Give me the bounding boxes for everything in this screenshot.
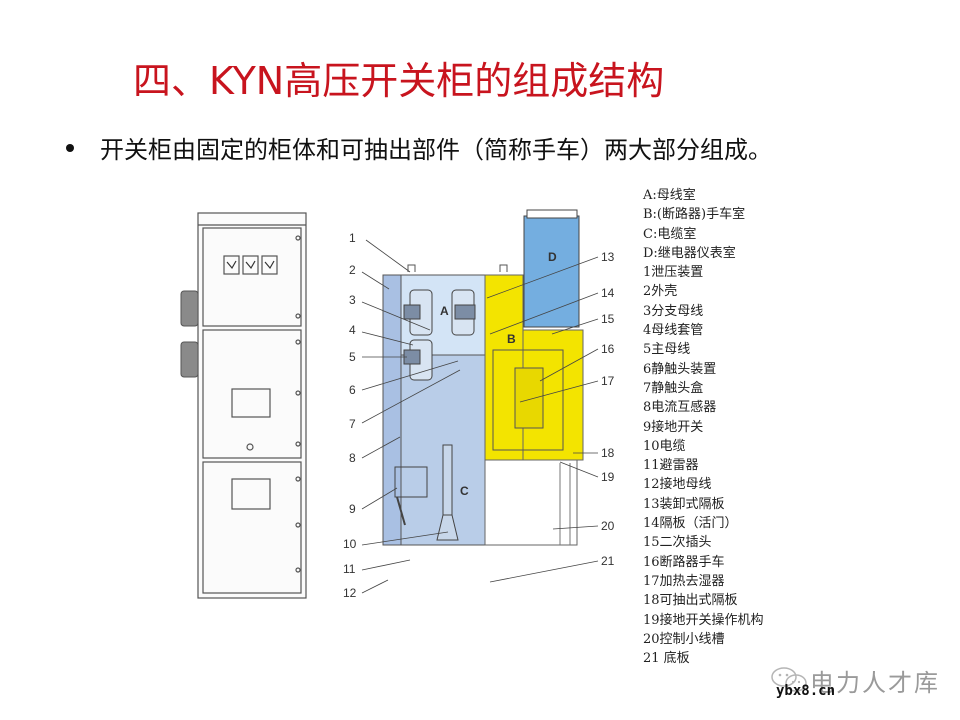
legend-item: 7静触头盒 [643,380,704,396]
legend-item: C:电缆室 [643,226,697,242]
front-view-cabinet [197,212,307,599]
callout-2: 2 [349,263,356,277]
callout-17: 17 [601,374,615,388]
callout-21: 21 [601,554,615,568]
callout-10: 10 [343,537,357,551]
region-label-b: B [507,332,516,346]
callout-11: 11 [343,562,356,576]
legend-item: 6静触头装置 [643,361,717,377]
callout-8: 8 [349,451,356,465]
callout-18: 18 [601,446,615,460]
legend-item: A:母线室 [643,188,696,203]
wechat-icon [771,667,807,692]
callout-numbers: 1 2 3 4 5 6 7 8 9 10 11 12 13 14 15 16 1… [343,231,615,600]
legend-item: 21 底板 [643,651,690,667]
legend-item: 17加热去湿器 [643,573,725,589]
callout-14: 14 [601,286,615,300]
bullet-item: 开关柜由固定的柜体和可抽出部件（简称手车）两大部分组成。 [66,130,772,165]
legend-item: B:(断路器)手车室 [643,207,746,223]
callout-6: 6 [349,383,356,397]
leader-lines [361,239,599,594]
bullet-text: 开关柜由固定的柜体和可抽出部件（简称手车）两大部分组成。 [100,136,772,164]
bullet-icon [66,143,74,152]
legend-item: 16断路器手车 [643,554,725,570]
legend-item: 10电缆 [643,438,686,454]
watermark-brand: 电力人才库 [810,669,940,697]
callout-3: 3 [349,293,356,307]
callout-15: 15 [601,312,615,326]
callout-19: 19 [601,470,615,484]
legend-item: 15二次插头 [643,535,712,551]
meter-icons [223,255,278,275]
callout-9: 9 [349,502,356,516]
legend-item: 1泄压装置 [643,265,704,281]
callout-5: 5 [349,350,356,364]
legend-item: 20控制小线槽 [643,631,725,647]
legend-item: 5主母线 [643,342,691,358]
legend-item: 18可抽出式隔板 [643,593,738,609]
legend-item: 9接地开关 [643,419,704,435]
callout-13: 13 [601,250,615,264]
legend-item: 4母线套管 [643,323,704,339]
side-bushings [180,290,199,378]
legend-item: 8电流互感器 [643,400,717,416]
legend-item: 12接地母线 [643,477,712,493]
callout-1: 1 [349,231,356,245]
legend: A:母线室 B:(断路器)手车室 C:电缆室 D:继电器仪表室 1泄压装置 2外… [643,186,764,668]
callout-16: 16 [601,342,615,356]
callout-7: 7 [349,417,356,431]
legend-item: 2外壳 [643,284,678,300]
legend-item: 13装卸式隔板 [643,496,725,512]
cross-section: A B C D [382,209,584,546]
watermark-url: ybx8.cn [776,683,836,699]
region-label-c: C [460,484,469,498]
legend-item: 19接地开关操作机构 [643,612,764,628]
callout-12: 12 [343,586,357,600]
callout-20: 20 [601,519,615,533]
legend-item: 11避雷器 [643,458,699,474]
callout-4: 4 [349,323,356,337]
legend-item: 3分支母线 [643,303,704,319]
legend-item: 14隔板（活门） [643,516,738,532]
watermark: 电力人才库 ybx8.cn [770,663,940,703]
region-label-d: D [548,250,557,264]
slide-title: 四、KYN高压开关柜的组成结构 [133,59,665,103]
region-label-a: A [440,304,449,318]
legend-item: D:继电器仪表室 [643,245,736,261]
